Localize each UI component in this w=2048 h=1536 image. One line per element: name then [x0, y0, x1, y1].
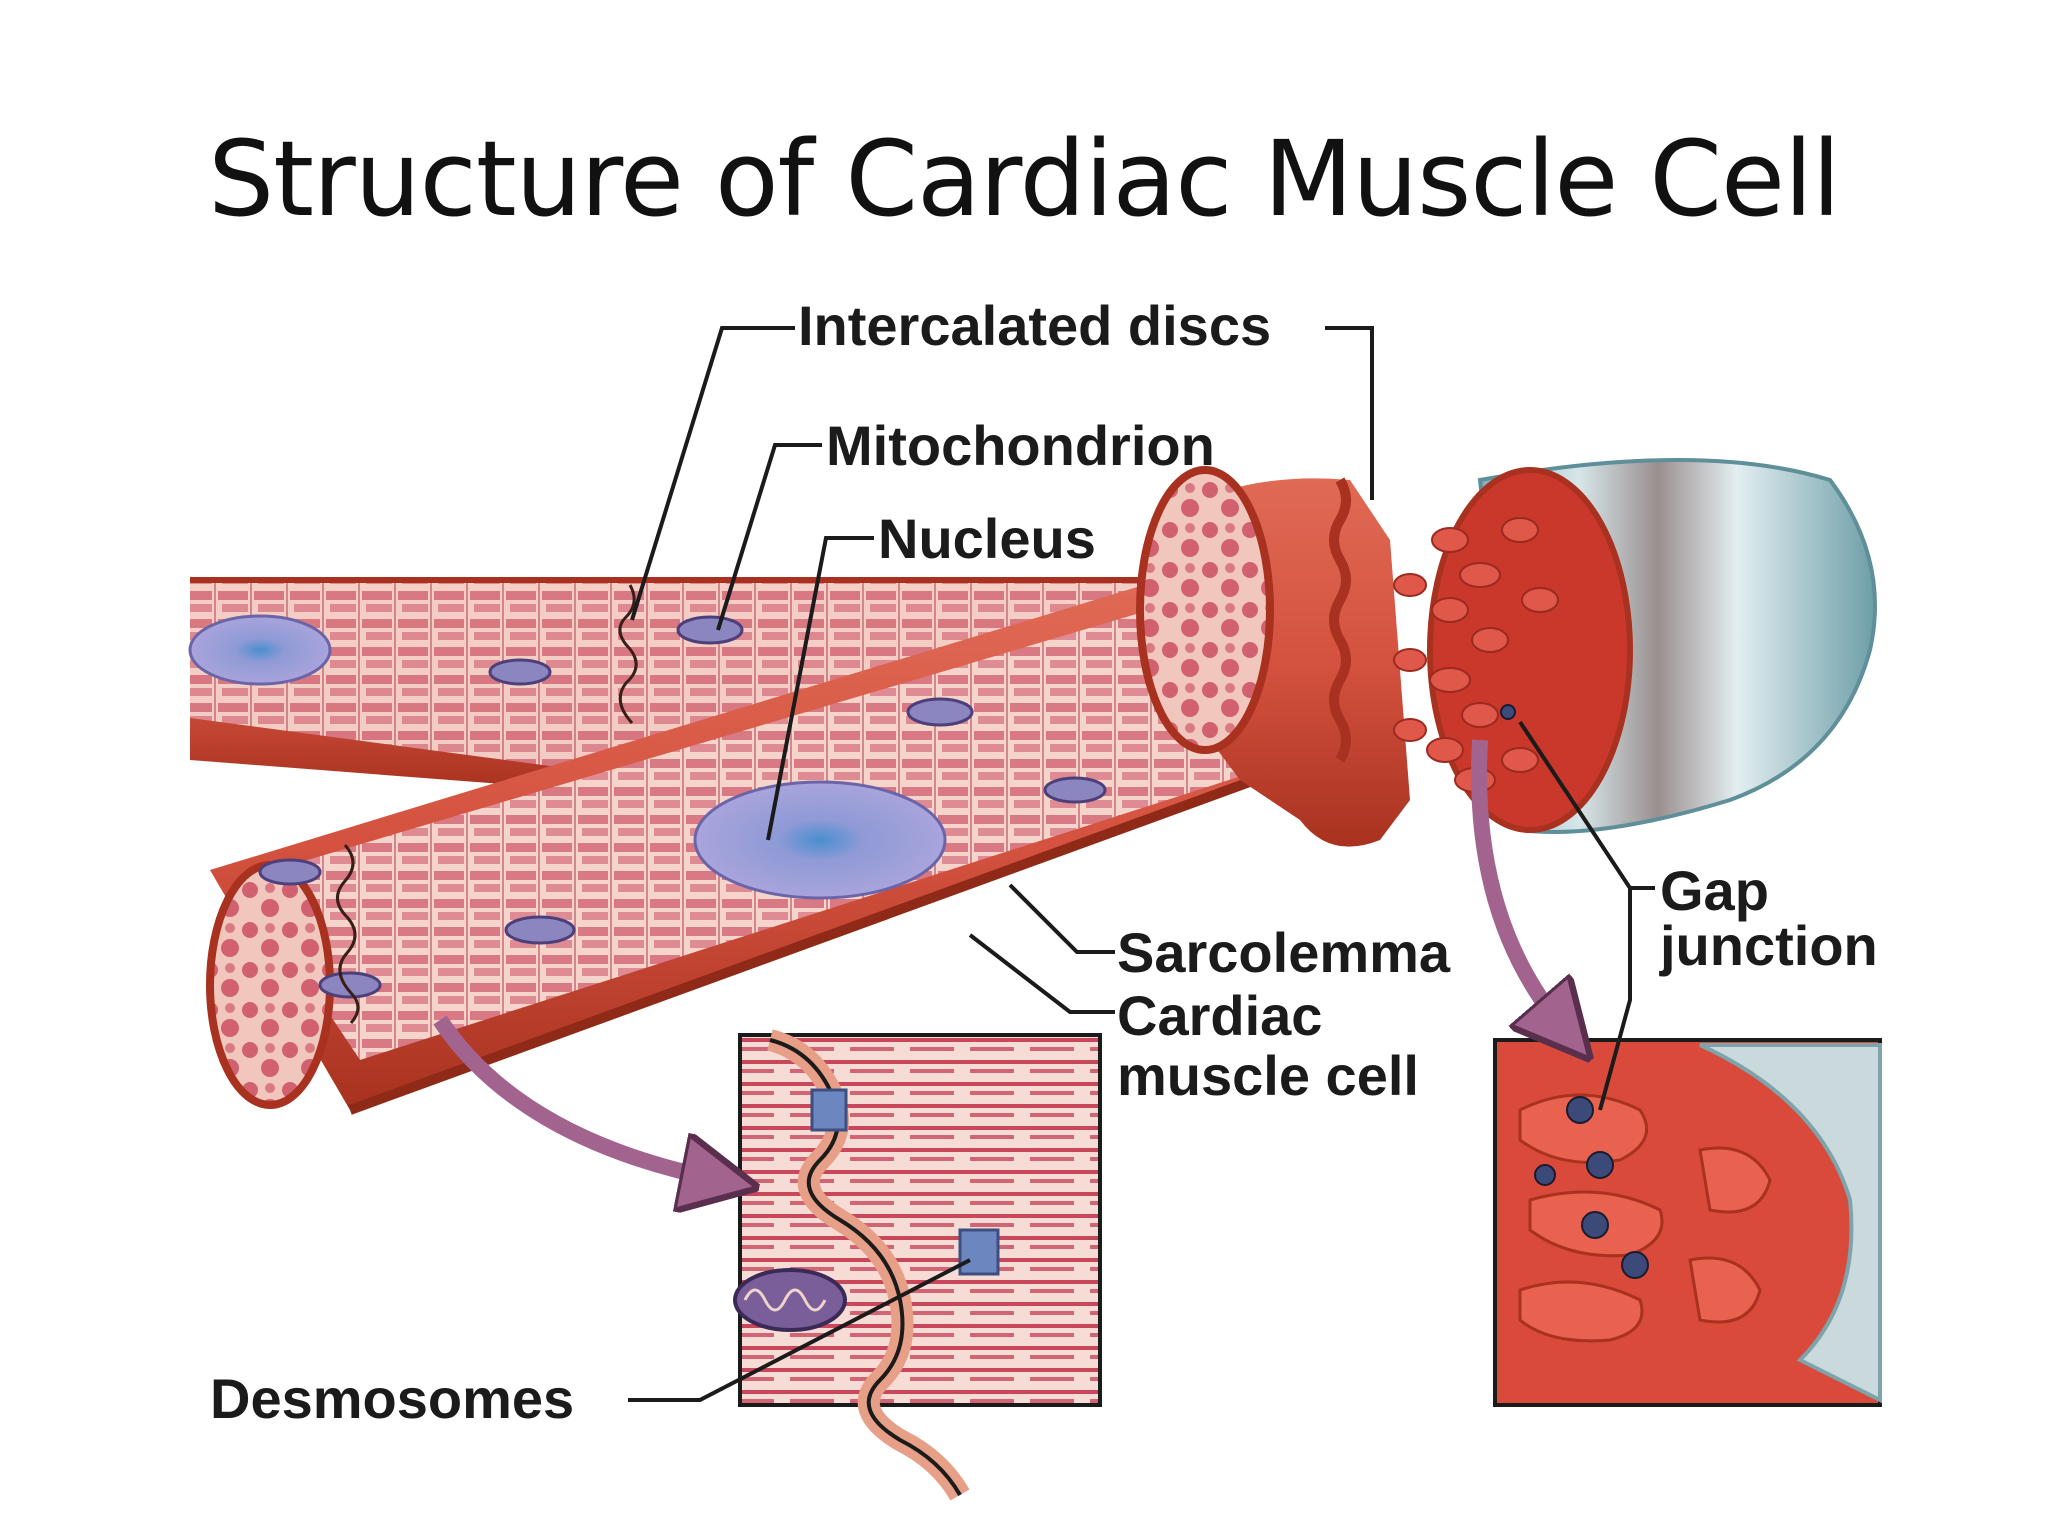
mitochondrion-lower-3 [318, 971, 382, 999]
label-intercalated-discs: Intercalated discs [798, 294, 1271, 357]
desmosome-inset [733, 1029, 1102, 1501]
label-mitochondrion: Mitochondrion [826, 414, 1215, 477]
gap-junction-channels [1534, 1096, 1649, 1279]
mitochondrion-lower-1 [906, 697, 974, 727]
label-cardiac-line2: muscle cell [1117, 1044, 1419, 1107]
label-nucleus: Nucleus [878, 507, 1096, 570]
mitochondrion-lower-5 [258, 858, 322, 886]
label-sarcolemma: Sarcolemma [1117, 921, 1451, 984]
gap-junction-inset [1493, 1038, 1882, 1407]
cardiac-muscle-cell-leader [968, 933, 1115, 1014]
intercalated-disc-lower [336, 844, 360, 1024]
gap-junction-inset-arrow [1471, 739, 1565, 1030]
leader-lines [628, 326, 1655, 1402]
adjacent-cell-with-sheath [1393, 458, 1877, 834]
gap-junction-leader [1518, 720, 1655, 1111]
nucleus-upper [188, 614, 332, 686]
mitochondrion-upper-1 [676, 615, 744, 645]
mitochondrion-inset [733, 1268, 847, 1332]
label-gap-line2: junction [1659, 914, 1878, 977]
label-cardiac-line1: Cardiac [1117, 984, 1322, 1047]
label-desmosomes: Desmosomes [210, 1367, 574, 1430]
nucleus-lower [693, 780, 947, 900]
gap-junction-dot [1500, 704, 1516, 720]
mitochondrion-leader [716, 443, 822, 631]
intercalated-discs-leader-left [630, 326, 795, 621]
intercalated-discs-leader-right [1325, 326, 1374, 500]
desmosome-inset-arrow [433, 1015, 720, 1180]
desmosomes-leader [628, 1258, 971, 1402]
cut-end-lower [206, 861, 334, 1109]
lower-muscle-cell [206, 580, 1312, 1115]
mitochondrion-lower-4 [1043, 776, 1107, 804]
desmosome-1 [810, 1088, 848, 1132]
label-gap-line1: Gap [1660, 859, 1769, 922]
cross-section-face [1136, 466, 1274, 754]
mitochondrion-lower-2 [504, 915, 576, 945]
nucleus-leader [766, 536, 874, 841]
upper-muscle-cell [188, 577, 1160, 790]
mitochondrion-upper-2 [488, 658, 552, 686]
page-title: Structure of Cardiac Muscle Cell [208, 118, 1841, 240]
intercalated-disc-upper [618, 584, 638, 725]
cell-cross-section [1136, 466, 1410, 847]
desmosome-2 [958, 1228, 1000, 1276]
sarcolemma-leader [1008, 883, 1115, 954]
